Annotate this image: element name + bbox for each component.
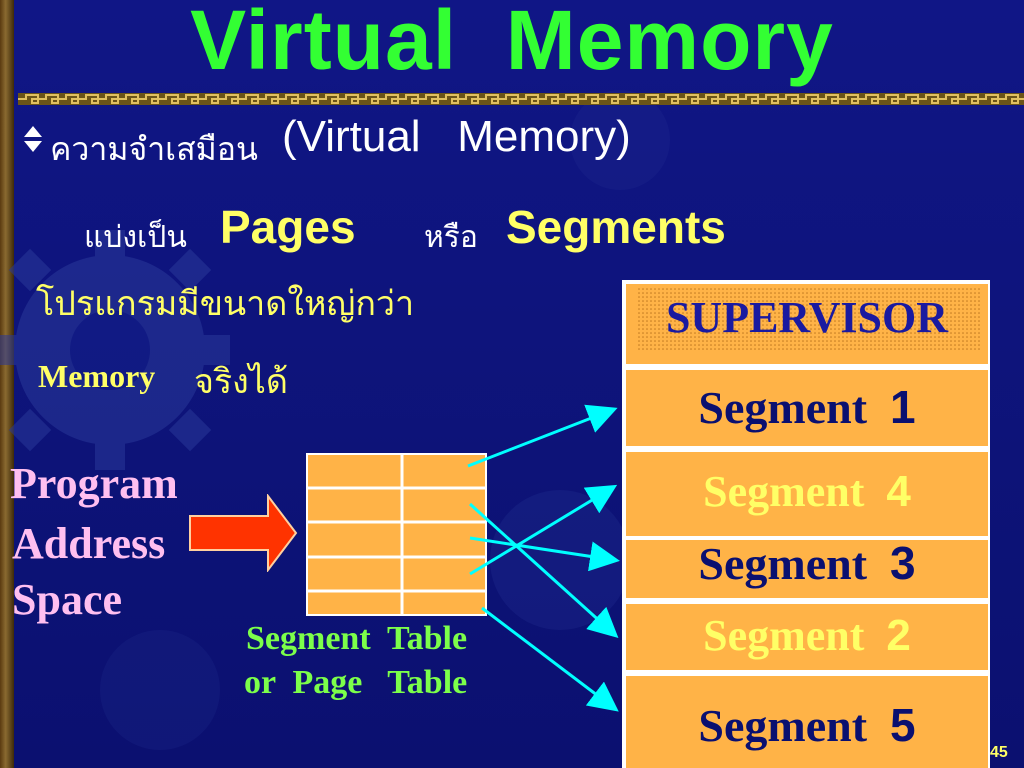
slide-title: Virtual Memory (190, 0, 834, 87)
segment-5-label: Segment 5 (698, 699, 916, 751)
line2-thai-or: หรือ (424, 220, 478, 255)
arrow-row1-to-segment1 (467, 404, 618, 468)
bullet-thai-text: ความจำเสมือน (50, 130, 258, 168)
program-label-line3: Space (12, 575, 122, 624)
line2-thai-prefix: แบ่งเป็น (84, 220, 197, 255)
segment-3-box: Segment 3 (626, 537, 988, 598)
segment-1-label: Segment 1 (698, 381, 916, 433)
segment-1-box: Segment 1 (626, 370, 988, 446)
table-caption-line1: Segment Table (246, 620, 468, 657)
line3-thai: โปรแกรมมีขนาดใหญ่กว่า (36, 284, 415, 324)
program-label-line1: Program (10, 459, 178, 508)
memory-segments-column: SUPERVISOR Segment 1 Segment 4 Segment 3… (622, 280, 990, 768)
decorative-border (18, 93, 1024, 105)
line2-pages: Pages (220, 201, 356, 253)
arrow-row4-to-segment4 (469, 484, 618, 576)
arrow-row5-to-segment5 (481, 606, 619, 712)
supervisor-box: SUPERVISOR (626, 284, 988, 364)
line4-memory: Memory (38, 358, 164, 394)
bullet-english-text: (Virtual Memory) (282, 112, 631, 161)
segment-5-box: Segment 5 (626, 676, 988, 768)
program-label-line2: Address (12, 519, 166, 568)
segment-2-label: Segment 2 (703, 611, 911, 660)
segment-4-label: Segment 4 (703, 467, 911, 516)
segment-3-label: Segment 3 (698, 537, 916, 589)
segment-2-box: Segment 2 (626, 604, 988, 670)
arrow-row2-to-segment2 (468, 502, 619, 639)
line4-thai: จริงได้ (194, 362, 288, 402)
table-caption-line2: or Page Table (244, 664, 468, 701)
segment-page-table (306, 453, 487, 616)
arrow-row3-to-segment3 (469, 536, 620, 572)
supervisor-label: SUPERVISOR (665, 293, 949, 342)
diamond-bullet-icon (24, 126, 42, 152)
line2-segments: Segments (506, 201, 726, 253)
pointer-arrow-icon (189, 494, 298, 572)
left-decorative-strip (0, 0, 14, 768)
page-number: 45 (990, 744, 1008, 761)
segment-4-box: Segment 4 (626, 452, 988, 536)
